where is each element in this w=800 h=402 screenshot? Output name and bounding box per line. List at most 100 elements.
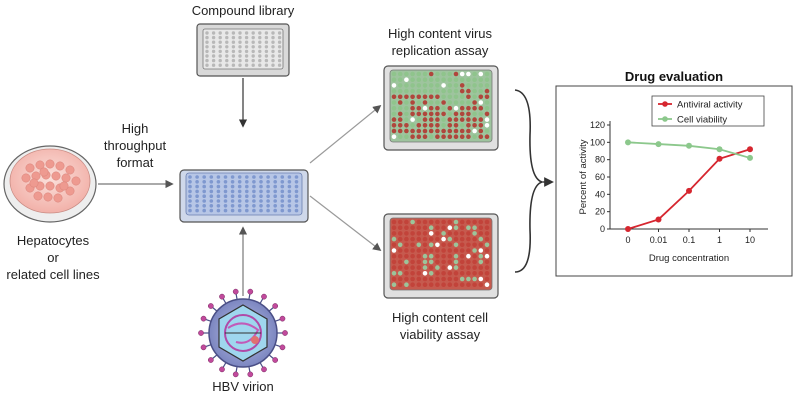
plate-well — [397, 123, 403, 128]
plate-well — [435, 117, 440, 122]
plate-well — [205, 45, 209, 49]
plate-well — [453, 123, 459, 128]
virion-spike-tip — [272, 357, 279, 363]
plate-well — [453, 77, 459, 82]
plate-well — [435, 253, 440, 259]
plate-well — [459, 271, 465, 276]
plate-well — [225, 31, 229, 35]
plate-well — [447, 88, 453, 94]
plate-well — [459, 88, 465, 94]
cell-dot — [51, 171, 61, 181]
plate-well — [238, 40, 242, 44]
plate-well — [223, 189, 228, 194]
plate-well — [238, 58, 242, 63]
plate-well — [435, 88, 440, 94]
data-point — [625, 139, 631, 146]
plate-well — [416, 123, 422, 128]
virion-spike-tip — [200, 315, 207, 322]
plate-well — [472, 276, 477, 282]
plate-well — [441, 242, 446, 248]
plate-well — [202, 208, 206, 213]
plate-well — [259, 208, 263, 213]
plate-well — [478, 265, 484, 270]
plate-well — [441, 282, 446, 288]
plate-well — [209, 189, 214, 194]
plate-well — [416, 77, 422, 82]
plate-well — [453, 259, 459, 265]
plate-well — [266, 208, 270, 213]
plate-well — [410, 117, 415, 122]
plate-well — [245, 189, 249, 194]
plate-well — [472, 225, 477, 230]
plate-well — [484, 219, 490, 225]
plate-well — [453, 276, 459, 282]
virion-spike-tip — [232, 371, 239, 378]
plate-well — [422, 219, 428, 225]
plate-well — [397, 77, 403, 82]
plate-well — [484, 271, 490, 276]
plate-well — [484, 128, 490, 134]
plate-well — [391, 111, 397, 117]
plate-well — [416, 100, 422, 105]
plate-well — [472, 134, 477, 139]
cell-dot — [65, 165, 75, 175]
plate-well — [397, 225, 403, 230]
plate-well — [205, 49, 209, 54]
viability-assay-label: High content cell viability assay — [370, 309, 510, 343]
hts-label-line1: High — [121, 121, 149, 136]
plate-well — [422, 242, 428, 248]
plate-well — [391, 282, 397, 288]
plate-well — [478, 111, 484, 117]
virion-spike-tip — [279, 315, 286, 322]
plate-well — [453, 265, 459, 270]
plate-well — [266, 180, 270, 184]
plate-well — [441, 94, 446, 100]
virion-spike-tip — [261, 366, 267, 373]
plate-well — [435, 236, 440, 242]
plate-well — [237, 175, 242, 179]
plate-well — [273, 208, 278, 213]
plate-well — [410, 282, 415, 288]
plate-well — [447, 117, 453, 122]
plate-well — [410, 265, 415, 270]
plate-well — [271, 31, 275, 35]
plate-well — [251, 54, 255, 58]
plate-well — [391, 128, 397, 134]
y-tick-label: 60 — [595, 172, 605, 182]
plate-well — [410, 259, 415, 265]
plate-well — [484, 282, 490, 288]
legend-box — [651, 95, 765, 127]
plate-well — [466, 242, 471, 248]
virus-assay-label-line1: High content virus — [387, 26, 493, 41]
hepatocytes-label: Hepatocytes or related cell lines — [0, 232, 106, 283]
plate-well — [231, 58, 236, 63]
plate-well — [466, 276, 471, 282]
plate-well — [266, 194, 270, 198]
viability-assay-label-line2: viability assay — [399, 327, 481, 342]
plate-well — [435, 71, 440, 77]
plate-well — [404, 77, 409, 82]
plate-well — [435, 259, 440, 265]
plate-well — [428, 282, 434, 288]
plate-well — [218, 35, 222, 40]
plate-well — [416, 265, 422, 270]
plate-well — [466, 105, 471, 111]
plate-well — [271, 58, 275, 63]
plate-well — [277, 63, 282, 67]
plate-well — [231, 35, 236, 40]
plate-well — [287, 194, 292, 198]
plate-well — [294, 180, 299, 184]
plate-well — [244, 35, 249, 40]
plate-well — [472, 231, 477, 236]
plate-well — [484, 248, 490, 253]
viability-assay-label-line1: High content cell — [391, 310, 489, 325]
plate-well — [244, 63, 249, 67]
plate-well — [478, 259, 484, 265]
plate-well — [441, 271, 446, 276]
plate-well — [435, 105, 440, 111]
plate-well — [258, 40, 262, 44]
plate-well — [209, 204, 214, 208]
plate-well — [280, 180, 285, 184]
plate-well — [251, 49, 255, 54]
plate-well — [422, 88, 428, 94]
